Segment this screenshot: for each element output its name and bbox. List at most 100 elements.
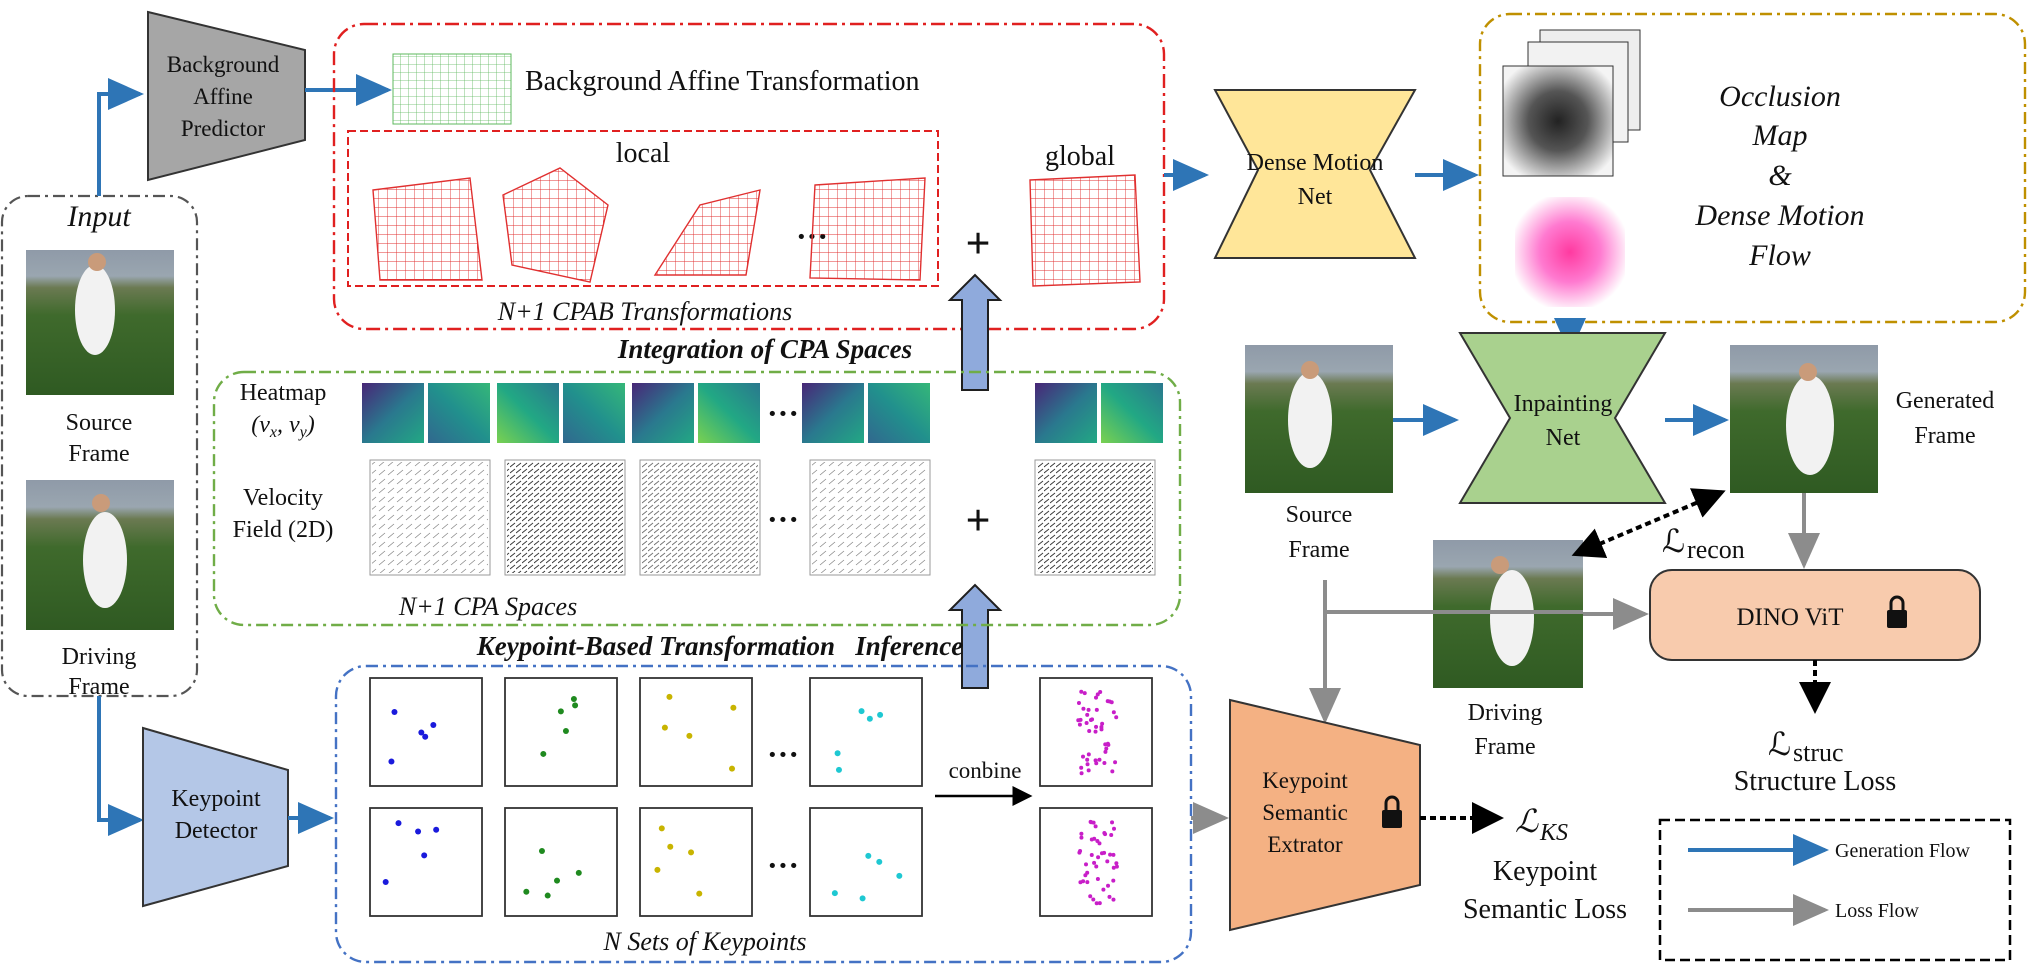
keypoint-dot [421, 852, 428, 859]
background-affine-grid [392, 53, 512, 125]
combined-keypoint-dot [1092, 860, 1097, 865]
heatmap-vx-2 [497, 383, 559, 443]
keypoint-dot [865, 852, 872, 859]
occlusion-panel: Occlusion Map & Dense Motion Flow [1478, 12, 2027, 324]
combined-keypoint-dot [1111, 852, 1116, 857]
combined-keypoint-dot [1114, 864, 1119, 869]
bg-predictor-label-3: Predictor [181, 116, 266, 141]
struc-loss-symbol: ℒstruc [1768, 726, 1844, 767]
recon-loss-sub: recon [1687, 535, 1745, 564]
combined-keypoint-dot [1088, 718, 1093, 723]
keypoint-dot [418, 729, 425, 736]
combined-keypoint-box [1039, 807, 1153, 917]
struc-loss-main: ℒ [1768, 726, 1791, 762]
heatmap-label: Heatmap [240, 380, 327, 406]
combined-keypoint-dot [1094, 864, 1099, 869]
combined-keypoint-dot [1086, 752, 1091, 757]
keypoint-dot [688, 849, 695, 856]
heatmap-vx-global [1035, 383, 1097, 443]
combined-keypoint-dot [1110, 820, 1115, 825]
right-driving-label-1: Driving [1468, 700, 1543, 726]
heatmap-vx-3 [632, 383, 694, 443]
keypoint-caption: N Sets of Keypoints [603, 927, 807, 956]
local-label: local [616, 138, 671, 169]
recon-loss-main: ℒ [1662, 523, 1685, 559]
heatmap-vy-1 [428, 383, 490, 443]
keypoint-dot [667, 843, 674, 850]
combined-keypoint-dot [1102, 761, 1107, 766]
dino-lock-icon [1887, 595, 1907, 628]
combined-keypoint-dot [1085, 762, 1090, 767]
occlusion-label-3: & [1768, 159, 1792, 192]
combined-keypoint-dot [1079, 689, 1084, 694]
inpainting-label-2: Net [1546, 425, 1581, 451]
combined-keypoint-dot [1103, 749, 1108, 754]
driving-frame-thumbnail [26, 480, 174, 630]
keypoint-dot [654, 866, 661, 873]
combined-keypoint-dot [1097, 841, 1102, 846]
combined-keypoint-dot [1105, 741, 1110, 746]
combined-keypoint-dot [1103, 832, 1108, 837]
right-source-label-1: Source [1286, 502, 1353, 528]
keypoint-dot [661, 724, 668, 731]
inpainting-label-1: Inpainting [1514, 391, 1613, 417]
combined-keypoint-dot [1091, 820, 1096, 825]
combined-keypoint-dot [1085, 712, 1090, 717]
combined-keypoint-dot [1100, 721, 1105, 726]
keypoint-sets-panel: ··· ··· conbine N Sets of Keypoints [334, 664, 1193, 964]
keypoint-semantic-extractor: Keypoint Semantic Extrator [1229, 698, 1421, 932]
global-warp [1029, 174, 1141, 287]
input-title: Input [66, 200, 131, 233]
keypoint-dot [557, 708, 564, 715]
ks-loss-label-1: Keypoint [1493, 856, 1597, 887]
keypoint-set-box [369, 677, 483, 787]
occlusion-label-2: Map [1752, 119, 1808, 152]
combined-keypoint-dot [1081, 879, 1086, 884]
keypoint-detector: Keypoint Detector [142, 726, 289, 908]
keypoint-dot [658, 825, 665, 832]
generated-label-2: Frame [1914, 423, 1975, 449]
local-transforms-box [347, 130, 939, 287]
keypoint-set-box [639, 677, 753, 787]
combined-keypoint-dot [1112, 826, 1117, 831]
keypoint-dot [834, 750, 841, 757]
struc-loss-sub: struc [1793, 738, 1844, 767]
local-warp-2 [502, 167, 609, 283]
source-frame-thumbnail [26, 250, 174, 395]
combined-keypoint-dot [1097, 901, 1102, 906]
combined-keypoint-dot [1081, 754, 1086, 759]
keypoint-dot [835, 766, 842, 773]
velocity-ellipsis: ··· [767, 501, 799, 537]
right-driving-label-2: Frame [1474, 734, 1535, 760]
source-frame-label-line2: Frame [68, 441, 129, 467]
extractor-lock-icon [1382, 795, 1402, 828]
keypoint-dot [896, 872, 903, 879]
combined-keypoint-dot [1079, 835, 1084, 840]
combined-keypoint-dot [1078, 717, 1083, 722]
combined-keypoint-dot [1091, 897, 1096, 902]
struc-loss-label: Structure Loss [1734, 766, 1897, 797]
combined-keypoint-dot [1094, 901, 1099, 906]
keypoint-dot [544, 892, 551, 899]
keypoint-dot [430, 722, 437, 729]
keypoint-dot [562, 728, 569, 735]
keypoint-dot [666, 693, 673, 700]
ks-loss-label-2: Semantic Loss [1463, 894, 1627, 925]
combined-keypoint-dot [1097, 757, 1102, 762]
local-warp-n [809, 177, 926, 281]
combined-keypoint-dot [1086, 707, 1091, 712]
inpainting-net: Inpainting Net [1458, 332, 1667, 504]
cpa-spaces-panel: Heatmap (vx, vy) Velocity Field (2D) ···… [212, 370, 1182, 627]
combined-keypoint-dot [1108, 852, 1113, 857]
combined-keypoint-dot [1087, 729, 1092, 734]
cpa-plus: + [965, 496, 990, 545]
occlusion-map-image [1502, 65, 1614, 177]
combined-keypoint-dot [1111, 710, 1116, 715]
local-warp-3 [653, 189, 761, 276]
velocity-label-1: Velocity [243, 485, 323, 511]
up-arrow-integration [947, 273, 1003, 391]
cpab-caption: N+1 CPAB Transformations [497, 297, 792, 326]
keypoint-dot [538, 848, 545, 855]
driving-frame-label-line1: Driving [62, 644, 137, 670]
arrow-input-to-bg-predictor [97, 78, 144, 196]
